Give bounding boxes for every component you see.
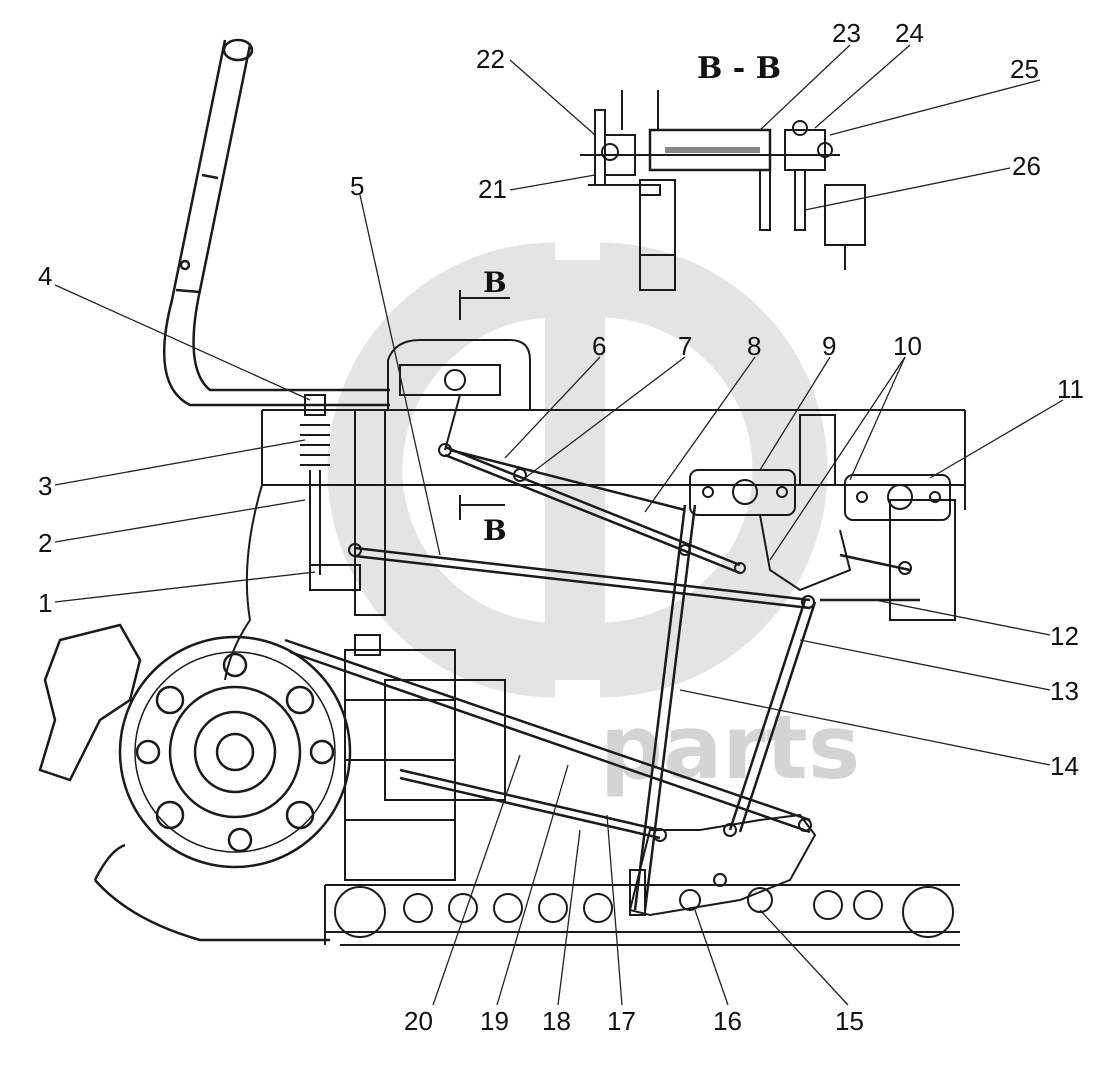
cabin-outline [224, 339, 966, 681]
cut-mark-top: B [483, 266, 507, 299]
callout-24: 24 [895, 18, 924, 48]
callout-22: 22 [476, 44, 505, 74]
section-cut-marks [459, 290, 510, 520]
leader-lines [54, 44, 1064, 1006]
section-bb-view [580, 90, 866, 291]
upper-brackets [348, 443, 951, 609]
callout-10: 10 [893, 331, 922, 361]
callout-14: 14 [1050, 751, 1079, 781]
callout-3: 3 [38, 471, 52, 501]
callout-4: 4 [38, 261, 52, 291]
callout-21: 21 [478, 174, 507, 204]
callout-7: 7 [678, 331, 692, 361]
chassis-frame [324, 884, 960, 946]
callout-2: 2 [38, 528, 52, 558]
callout-labels: 1 2 3 4 5 6 7 8 9 10 11 12 13 14 15 16 1… [38, 18, 1084, 1036]
callout-19: 19 [480, 1006, 509, 1036]
callout-18: 18 [542, 1006, 571, 1036]
gearbox-wheel [38, 623, 352, 942]
callout-8: 8 [747, 331, 761, 361]
lower-lever-group [628, 813, 817, 917]
callout-5: 5 [350, 171, 364, 201]
callout-13: 13 [1050, 676, 1079, 706]
callout-6: 6 [592, 331, 606, 361]
callout-20: 20 [404, 1006, 433, 1036]
lever-handle [162, 38, 390, 407]
callout-23: 23 [832, 18, 861, 48]
callout-15: 15 [835, 1006, 864, 1036]
callout-16: 16 [713, 1006, 742, 1036]
callout-1: 1 [38, 588, 52, 618]
watermark-text: parts [600, 696, 860, 799]
callout-12: 12 [1050, 621, 1079, 651]
callout-17: 17 [607, 1006, 636, 1036]
spring-assembly [300, 394, 361, 591]
cut-mark-bottom: B [483, 514, 507, 547]
gearbox-body [344, 634, 506, 881]
callout-11: 11 [1057, 374, 1084, 404]
callout-9: 9 [822, 331, 836, 361]
section-title: B - B [697, 51, 781, 86]
callout-25: 25 [1010, 54, 1039, 84]
linkage-rods [284, 445, 920, 911]
callout-26: 26 [1012, 151, 1041, 181]
